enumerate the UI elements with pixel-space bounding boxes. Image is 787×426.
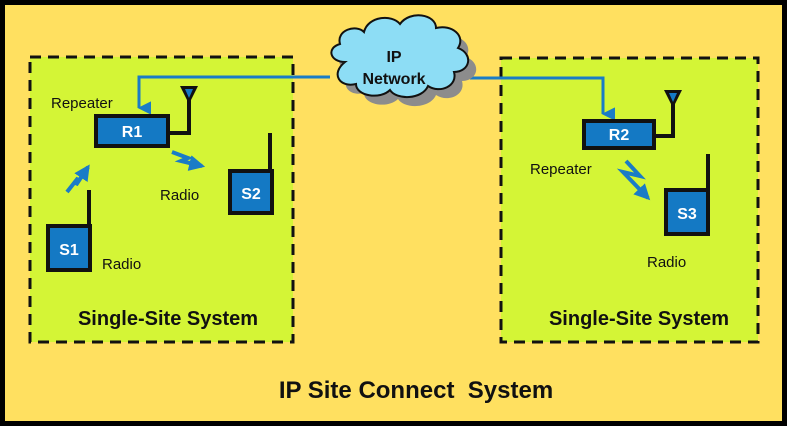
- radio-s1[interactable]: S1: [46, 190, 92, 272]
- radio-s3[interactable]: S3: [664, 154, 710, 236]
- repeater-r1-id: R1: [122, 124, 143, 141]
- site-label-right: Single-Site System: [549, 308, 729, 330]
- repeater-r1-caption: Repeater: [51, 95, 113, 112]
- radio-s1-caption: Radio: [102, 256, 141, 273]
- radio-s3-caption: Radio: [647, 254, 686, 271]
- repeater-r2-caption: Repeater: [530, 161, 592, 178]
- signal-bolt-r2-to-s3: [616, 159, 651, 201]
- repeater-r2-id: R2: [609, 127, 630, 144]
- ip-network-cloud: IP Network: [330, 14, 477, 107]
- antenna-icon: [168, 86, 198, 135]
- radio-s2[interactable]: S2: [228, 133, 274, 215]
- signal-bolt-r1-to-s2: [171, 150, 206, 171]
- cloud-body: [330, 14, 469, 98]
- radio-s2-caption: Radio: [160, 187, 199, 204]
- link-cloud-to-r1: [137, 75, 330, 115]
- radio-s3-id: S3: [677, 206, 697, 223]
- signal-bolt-s1-to-r1: [65, 164, 90, 194]
- cloud-label-line1: IP: [386, 49, 401, 66]
- radio-s2-id: S2: [241, 186, 261, 203]
- site-label-left: Single-Site System: [78, 308, 258, 330]
- repeater-r1[interactable]: R1: [94, 114, 170, 148]
- diagram-title: IP Site Connect System: [279, 377, 553, 404]
- repeater-r2[interactable]: R2: [582, 119, 656, 150]
- cloud-label-line2: Network: [362, 71, 425, 88]
- link-cloud-to-r2: [470, 76, 616, 121]
- radio-s1-id: S1: [59, 242, 79, 259]
- site-box-right: [499, 56, 760, 344]
- antenna-icon: [654, 90, 682, 138]
